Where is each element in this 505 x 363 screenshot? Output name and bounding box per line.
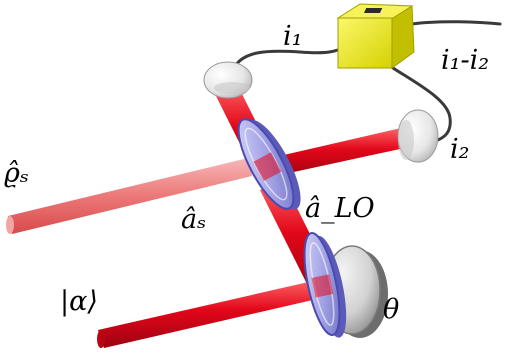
- label-i1-minus-i2: i₁-i₂: [441, 45, 490, 76]
- wire-output: [410, 20, 502, 26]
- label-rho-s: ϱ̂ₛ: [4, 158, 29, 189]
- signal-beam: [8, 158, 252, 234]
- balanced-detector-icon: [336, 3, 415, 69]
- wire-detector-2: [385, 62, 452, 142]
- label-a-lo: â_LO: [305, 193, 375, 224]
- label-i1: i₁: [283, 21, 303, 52]
- label-alpha: |α⟩: [60, 286, 98, 317]
- beam-splitter-icon: [237, 118, 301, 210]
- label-a-s: âₛ: [181, 204, 207, 235]
- photodiode-icon: [203, 61, 253, 99]
- coherent-beam: [98, 278, 330, 348]
- label-i2: i₂: [450, 134, 470, 165]
- photodiode-icon: [397, 109, 439, 163]
- beam-splitter-icon: [303, 232, 347, 338]
- label-theta: θ: [383, 294, 400, 325]
- beam-to-detector-2: [262, 126, 414, 178]
- wire-detector-1: [230, 44, 347, 74]
